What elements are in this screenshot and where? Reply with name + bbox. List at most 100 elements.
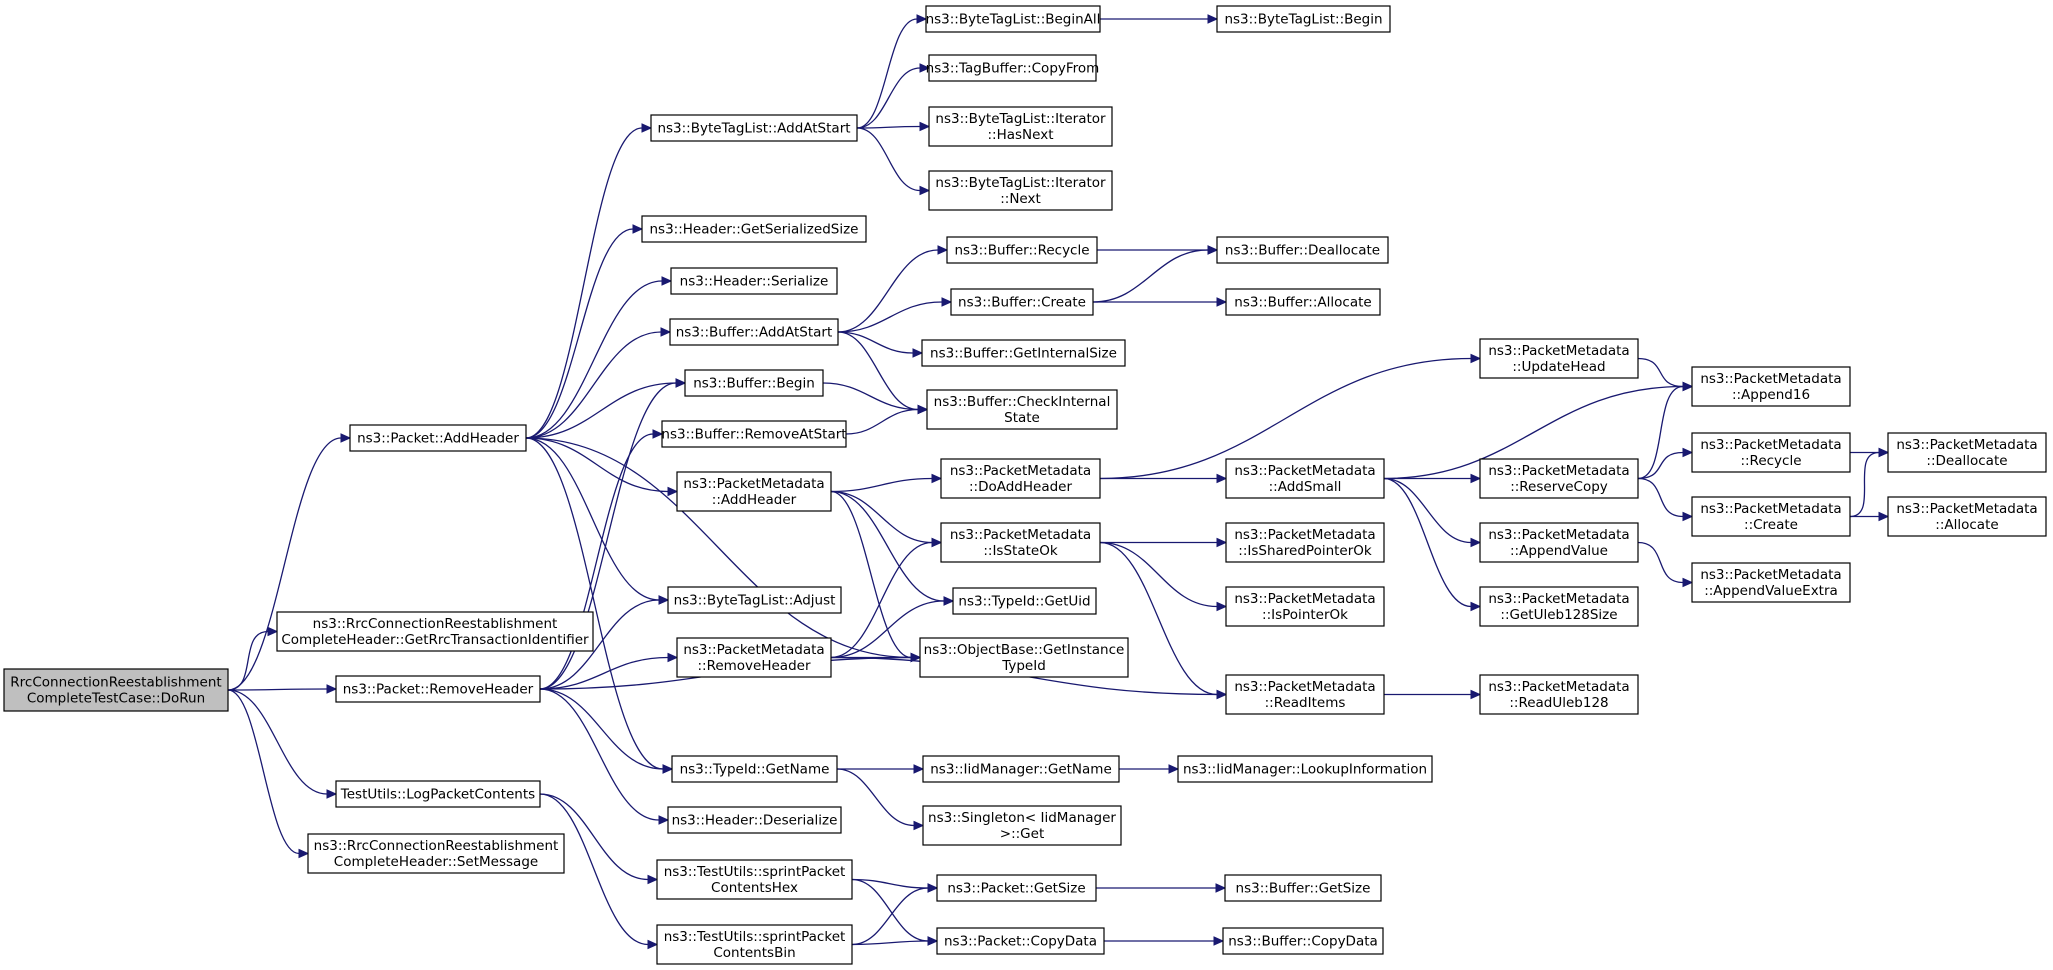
call-edge [1637,381,1694,480]
node-setmsg[interactable]: ns3::RrcConnectionReestablishmentComplet… [307,833,565,874]
node-pkt-removeheader[interactable]: ns3::Packet::RemoveHeader [335,675,541,703]
node-label: ns3::Buffer::AddAtStart [676,325,833,341]
node-pm-ispointerok[interactable]: ns3::PacketMetadata::IsPointerOk [1225,586,1385,627]
node-btl-addatstart[interactable]: ns3::ByteTagList::AddAtStart [650,114,858,142]
node-label: ns3::PacketMetadata [1488,463,1629,479]
node-pm-appendvalueextra[interactable]: ns3::PacketMetadata::AppendValueExtra [1691,562,1851,603]
node-label: ContentsHex [711,880,798,896]
node-pm-recycle[interactable]: ns3::PacketMetadata::Recycle [1691,432,1851,473]
node-buf-removeatstart[interactable]: ns3::Buffer::RemoveAtStart [661,420,847,448]
node-box [922,755,1120,783]
node-tagbuf-copyfrom[interactable]: ns3::TagBuffer::CopyFrom [926,54,1100,82]
node-root: RrcConnectionReestablishmentCompleteTest… [3,668,229,712]
node-label: ::UpdateHead [1512,359,1605,375]
node-box [921,339,1126,367]
node-box [1225,522,1385,563]
node-pm-isstateok[interactable]: ns3::PacketMetadata::IsStateOk [940,522,1101,563]
node-label: ns3::ObjectBase::GetInstance [924,642,1125,658]
node-box [684,369,824,397]
node-hdr-deserialize[interactable]: ns3::Header::Deserialize [667,806,842,834]
node-buf-create[interactable]: ns3::Buffer::Create [950,288,1094,316]
node-pm-removeheader[interactable]: ns3::PacketMetadata::RemoveHeader [676,637,832,678]
node-logpkt[interactable]: TestUtils::LogPacketContents [335,780,541,808]
node-buf-getinternalsize[interactable]: ns3::Buffer::GetInternalSize [921,339,1126,367]
node-box [335,780,541,808]
node-label: ::Recycle [1740,453,1801,469]
node-label: ns3::Buffer::GetInternalSize [930,346,1117,362]
node-buf-copydata[interactable]: ns3::Buffer::CopyData [1222,927,1384,955]
node-box [1224,874,1382,902]
node-box [670,267,838,295]
node-pm-reservecopy[interactable]: ns3::PacketMetadata::ReserveCopy [1479,458,1639,499]
node-label: ns3::TestUtils::sprintPacket [664,864,846,880]
node-pm-append16[interactable]: ns3::PacketMetadata::Append16 [1691,366,1851,407]
call-edge [830,473,943,493]
node-box [349,424,527,452]
node-pm-create[interactable]: ns3::PacketMetadata::Create [1691,496,1851,537]
node-buf-allocate[interactable]: ns3::Buffer::Allocate [1225,288,1381,316]
node-pm-addheader[interactable]: ns3::PacketMetadata::AddHeader [676,471,832,512]
node-pm-addsmall[interactable]: ns3::PacketMetadata::AddSmall [1225,458,1385,499]
node-pm-readuleb[interactable]: ns3::PacketMetadata::ReadUleb128 [1479,674,1639,715]
node-pm-getuleb[interactable]: ns3::PacketMetadata::GetUleb128Size [1479,586,1639,627]
node-label: ns3::Buffer::Deallocate [1225,243,1380,259]
node-hdr-getsersize[interactable]: ns3::Header::GetSerializedSize [641,215,867,243]
node-label: ns3::PacketMetadata [950,527,1091,543]
call-edge [1383,689,1482,700]
node-getrrc[interactable]: ns3::RrcConnectionReestablishmentComplet… [276,611,594,652]
call-edge [1093,297,1228,307]
node-label: ns3::PacketMetadata [1488,343,1629,359]
call-graph-nodes: RrcConnectionReestablishmentCompleteTest… [3,5,2047,965]
node-pm-doaddheader[interactable]: ns3::PacketMetadata::DoAddHeader [940,458,1101,499]
node-box [1479,674,1639,715]
node-label: ContentsBin [713,945,795,961]
node-btl-adjust[interactable]: ns3::ByteTagList::Adjust [667,586,842,614]
node-btl-it-next[interactable]: ns3::ByteTagList::Iterator::Next [928,170,1113,211]
node-typeid-getuid[interactable]: ns3::TypeId::GetUid [952,587,1097,615]
call-edge [1637,541,1694,588]
node-buf-addatstart[interactable]: ns3::Buffer::AddAtStart [669,318,839,346]
node-pm-readitems[interactable]: ns3::PacketMetadata::ReadItems [1225,674,1385,715]
node-label: ::AppendValue [1510,543,1608,559]
node-pm-issharedptrok[interactable]: ns3::PacketMetadata::IsSharedPointerOk [1225,522,1385,563]
node-pkt-copydata[interactable]: ns3::Packet::CopyData [936,927,1105,955]
node-hdr-serialize[interactable]: ns3::Header::Serialize [670,267,838,295]
node-pkt-getsize[interactable]: ns3::Packet::GetSize [936,874,1097,902]
node-box [1691,432,1851,473]
call-edge [1099,353,1482,480]
call-edge [1383,477,1482,612]
node-btl-begin[interactable]: ns3::ByteTagList::Begin [1216,5,1391,33]
node-pm-updatehead[interactable]: ns3::PacketMetadata::UpdateHead [1479,338,1639,379]
node-label: ns3::Header::Serialize [680,274,829,290]
node-pkt-addheader[interactable]: ns3::Packet::AddHeader [349,424,527,452]
node-box [919,637,1129,678]
node-buf-getsize[interactable]: ns3::Buffer::GetSize [1224,874,1382,902]
node-box [3,668,229,712]
node-typeid-getname[interactable]: ns3::TypeId::GetName [671,755,838,783]
node-btl-it-hasnext[interactable]: ns3::ByteTagList::Iterator::HasNext [928,106,1113,147]
node-label: ns3::Buffer::Begin [693,376,815,392]
node-label: ::DoAddHeader [969,479,1072,495]
call-edge [525,276,673,439]
node-buf-begin[interactable]: ns3::Buffer::Begin [684,369,824,397]
node-buf-recycle[interactable]: ns3::Buffer::Recycle [946,236,1098,264]
call-edge [539,793,659,885]
node-label: ::AddSmall [1269,479,1342,495]
node-btl-beginall[interactable]: ns3::ByteTagList::BeginAll [925,5,1101,33]
node-label: ns3::ByteTagList::Begin [1224,12,1382,28]
node-label: ns3::PacketMetadata [1488,527,1629,543]
node-singleton-get[interactable]: ns3::Singleton< IidManager>::Get [922,805,1122,846]
node-label: ::AppendValueExtra [1704,583,1838,599]
node-iid-getname[interactable]: ns3::IidManager::GetName [922,755,1120,783]
node-iid-lookup[interactable]: ns3::IidManager::LookupInformation [1177,755,1433,783]
node-pm-allocate[interactable]: ns3::PacketMetadata::Allocate [1887,496,2047,537]
node-buf-deallocate[interactable]: ns3::Buffer::Deallocate [1216,236,1389,264]
node-box [926,389,1118,430]
node-pm-appendvalue[interactable]: ns3::PacketMetadata::AppendValue [1479,522,1639,563]
node-pm-deallocate[interactable]: ns3::PacketMetadata::Deallocate [1887,432,2047,473]
